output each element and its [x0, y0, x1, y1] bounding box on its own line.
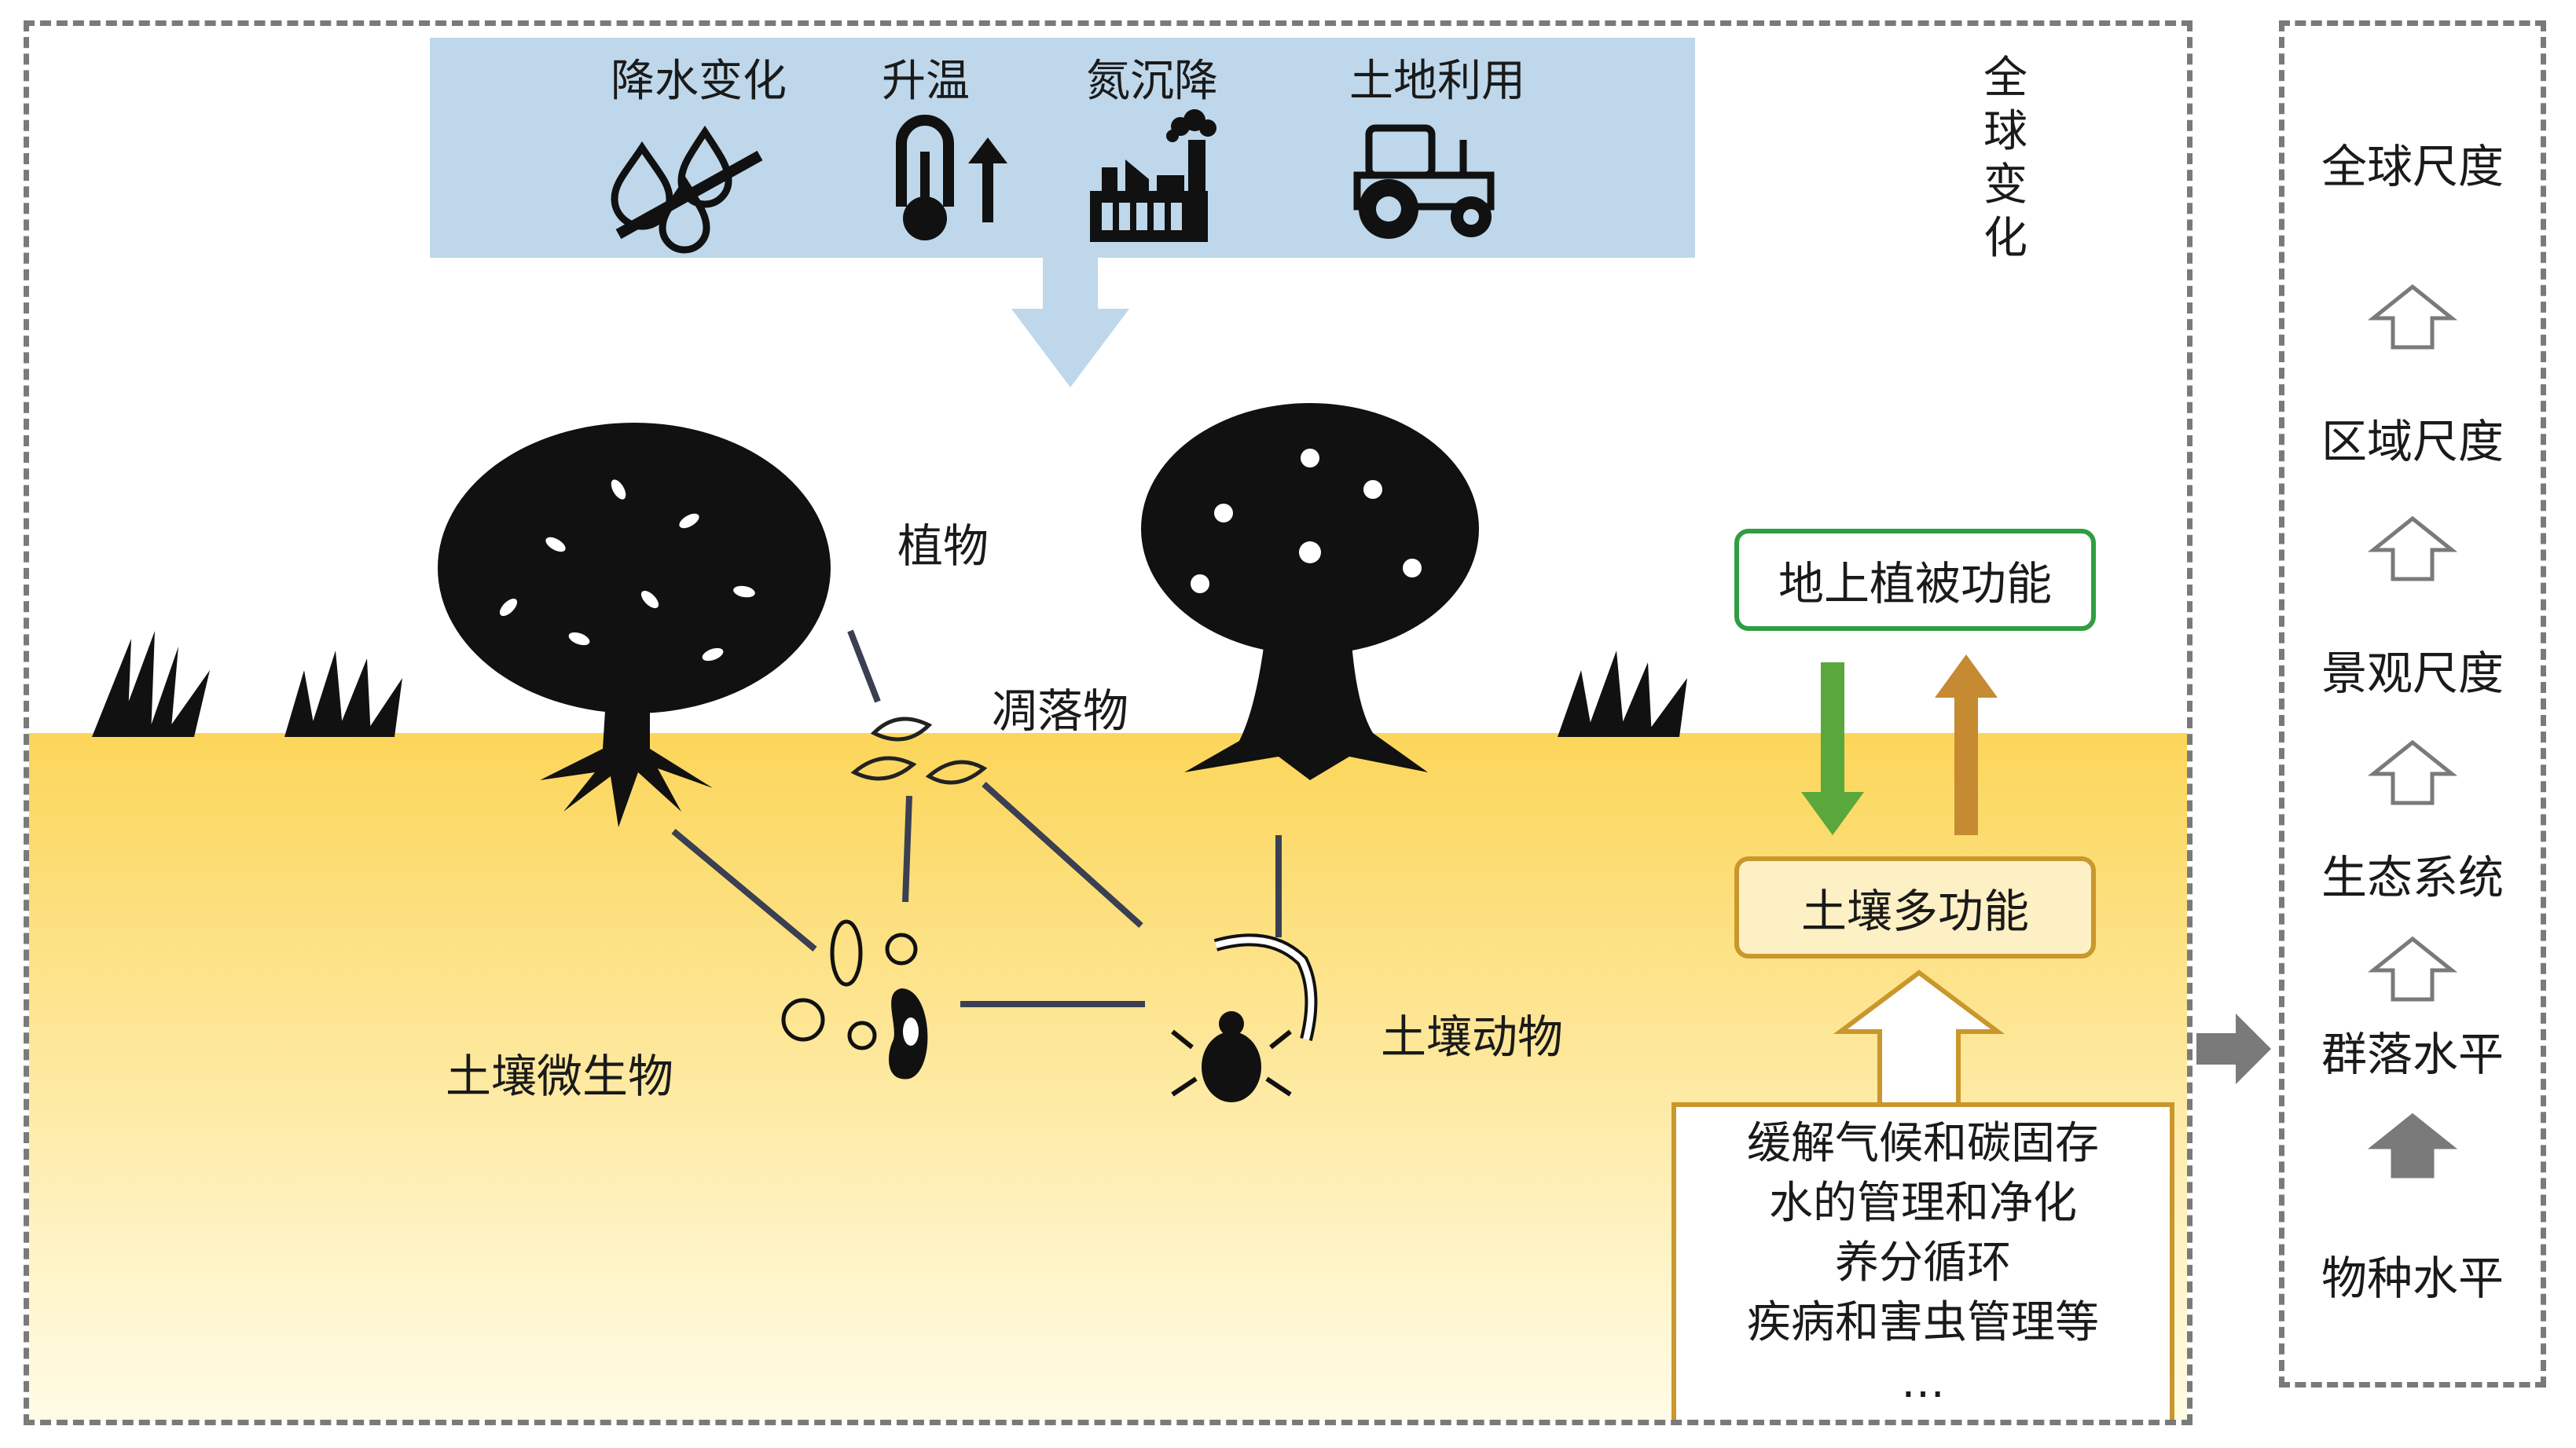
services-up-arrow: [1833, 970, 2005, 1109]
vertical-char: 变: [1983, 159, 2027, 211]
soil-multifunctionality-box: 土壤多功能: [1734, 856, 2096, 959]
interaction-lines: [671, 629, 1282, 1007]
label-global-change-vertical: 全 球 变 化: [1978, 52, 2033, 266]
scale-up-arrow-filled-icon: [2367, 1113, 2458, 1179]
precipitation-change-icon: [611, 125, 763, 254]
service-item: …: [1901, 1357, 1945, 1408]
label-soil-microbes: 土壤微生物: [446, 1050, 674, 1103]
vertical-char: 球: [1983, 106, 2027, 157]
label-soil-fauna: 土壤动物: [1381, 1010, 1564, 1064]
plant-litter-link: [847, 629, 881, 703]
grass-tuft-icon: [284, 651, 402, 737]
scale-species: 物种水平: [2321, 1252, 2504, 1305]
scale-column-frame: [2279, 20, 2546, 1388]
label-land-use: 土地利用: [1349, 56, 1525, 107]
warming-thermometer-icon: [896, 115, 1007, 240]
service-item: 缓解气候和碳固存: [1747, 1118, 2099, 1169]
scale-up-arrow-icon: [2367, 936, 2458, 1002]
soil-microbes-icon: [781, 919, 928, 1080]
litter-leaves-icon: [850, 717, 988, 785]
scale-ecosystem: 生态系统: [2321, 851, 2504, 904]
scale-regional: 区域尺度: [2321, 415, 2504, 468]
service-item: 养分循环: [1835, 1237, 2011, 1289]
oak-tree-icon: [1141, 403, 1479, 780]
label-nitrogen-deposition: 氮沉降: [1086, 56, 1218, 107]
scale-global: 全球尺度: [2321, 140, 2504, 193]
brown-up-arrow: [1935, 654, 1998, 835]
vertical-char: 全: [1983, 53, 2027, 104]
scale-landscape: 景观尺度: [2321, 647, 2504, 700]
green-down-arrow: [1801, 662, 1864, 835]
scale-connector-arrow: [2196, 1014, 2271, 1084]
factory-icon: [1090, 109, 1216, 242]
grass-tuft-icon: [1558, 651, 1687, 737]
aboveground-vegetation-function-box: 地上植被功能: [1734, 529, 2096, 631]
service-item: 疾病和害虫管理等: [1747, 1297, 2099, 1348]
ecosystem-services-box: 缓解气候和碳固存 水的管理和净化 养分循环 疾病和害虫管理等 …: [1671, 1102, 2174, 1420]
plant-microbe-link: [671, 828, 817, 952]
label-warming: 升温: [882, 56, 970, 107]
global-change-down-arrow: [1011, 254, 1129, 387]
leafy-tree-icon: [438, 423, 831, 827]
scale-community: 群落水平: [2321, 1028, 2504, 1081]
soil-fauna-icon: [1171, 933, 1318, 1102]
tractor-icon: [1353, 124, 1495, 239]
scale-up-arrow-icon: [2367, 515, 2458, 581]
label-plants: 植物: [897, 519, 989, 573]
grass-tuft-icon: [92, 631, 210, 737]
service-item: 水的管理和净化: [1769, 1178, 2077, 1229]
label-litter: 凋落物: [992, 684, 1129, 738]
vertical-char: 化: [1983, 213, 2027, 264]
feedback-arrows: [1801, 654, 1998, 835]
litter-microbe-link: [902, 795, 912, 903]
main-diagram-frame: 降水变化 升温 氮沉降 土地利用 全 球 变 化: [24, 20, 2193, 1425]
litter-fauna-link: [982, 782, 1143, 928]
label-precipitation-change: 降水变化: [611, 56, 787, 107]
global-change-box: 降水变化 升温 氮沉降 土地利用 全 球 变 化: [430, 38, 2027, 264]
scale-up-arrow-icon: [2367, 739, 2458, 805]
scale-up-arrow-icon: [2367, 284, 2458, 350]
